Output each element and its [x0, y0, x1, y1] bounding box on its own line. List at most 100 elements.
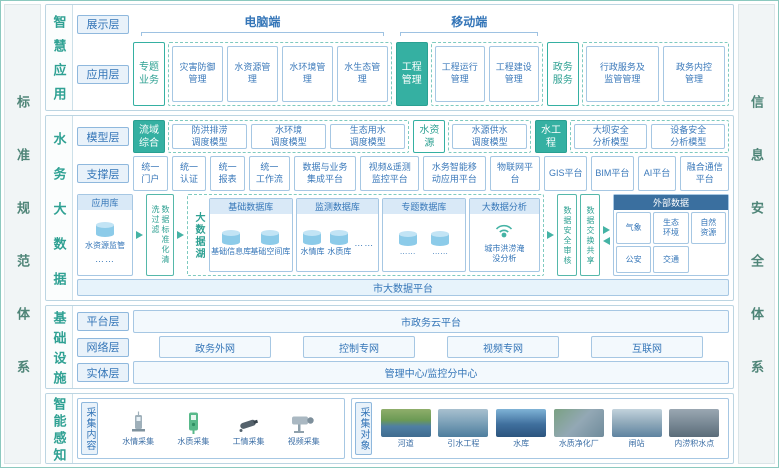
model-box-water-env-dispatch: 水环境 调度模型	[251, 124, 327, 149]
section-water-big-data-title: 水务大数据	[51, 131, 67, 301]
collection-content-items: 水情采集 水质采集	[101, 402, 341, 455]
section-intelligent-sensing-body: 采集内容 水情采集	[73, 394, 733, 463]
application-library-title: 应用库	[78, 195, 132, 210]
db-label: 基础空间库	[250, 246, 291, 256]
monitoring-database-title: 监测数据库	[296, 199, 379, 214]
app-box-engineering-operation: 工程运行 管理	[434, 46, 485, 102]
collection-content-label: 采集内容	[84, 407, 95, 451]
database-cylinder-icon	[330, 229, 349, 245]
diversion-project-photo	[438, 408, 489, 437]
application-library: 应用库 水资源监管 ……	[77, 194, 133, 276]
database-cylinder-icon	[398, 230, 417, 246]
monitoring-database-box: 监测数据库 水情库 水质库 ……	[295, 198, 380, 272]
model-layer-row: 模型层 流域 综合 防洪排涝 调度模型 水环境 调度模型 生态用水 调度模型 水…	[77, 120, 729, 153]
engineering-sensor-icon	[239, 419, 258, 432]
data-security-audit-label: 数据安全审核	[563, 206, 572, 266]
water-resources-tag: 水资源	[413, 120, 446, 153]
water-engineering-models: 大坝安全 分析模型 设备安全 分析模型	[569, 120, 729, 153]
security-pillar-label: 信息安全体系	[749, 95, 764, 413]
external-data-items: 气象 生态 环境 自然 资源 公安 交通	[614, 210, 728, 275]
water-resources-models: 水源供水 调度模型	[448, 120, 531, 153]
base-database-box: 基础数据库 基础信息库 基础空间库	[209, 198, 293, 272]
section-smart-applications-title: 智慧应用	[51, 15, 67, 111]
database-cylinder-icon	[261, 229, 280, 245]
app-box-water-environment: 水环境管理	[281, 46, 333, 102]
db-unit: 基础空间库	[250, 229, 291, 257]
db-unit: 水质库	[327, 229, 351, 257]
object-item-label: 内涝积水点	[674, 438, 715, 448]
support-box-mobile-app-platform: 水务智能移 动应用平台	[423, 156, 486, 191]
display-layer-row: 展示层 电脑端 移动端	[77, 9, 729, 39]
section-intelligent-sensing: 智能感知 采集内容	[45, 393, 734, 464]
object-item-label: 闸站	[628, 438, 645, 448]
support-box-unified-workflow: 统一 工作流	[249, 156, 290, 191]
support-layer-row: 支撑层 统一 门户 统一 认证 统一 报表 统一 工作流 数据与业务 集成平台 …	[77, 156, 730, 191]
data-security-audit-box: 数据安全审核	[557, 194, 577, 276]
section-infrastructure-body: 平台层 市政务云平台 网络层 政务外网 控制专网 视频专网 互联网 实体层 管理…	[73, 306, 733, 388]
network-layer-row: 网络层 政务外网 控制专网 视频专网 互联网	[77, 335, 729, 359]
flow-arrow-icon	[136, 231, 143, 239]
gov-cloud-platform-box: 市政务云平台	[133, 310, 729, 333]
model-layer-label: 模型层	[77, 127, 129, 146]
sluice-station-photo	[611, 408, 662, 437]
data-exchange-sharing-box: 数据交换共享	[580, 194, 600, 276]
support-box-iot-platform: 物联网平台	[489, 156, 541, 191]
application-layer-label: 应用层	[77, 64, 129, 84]
flow-arrow-icon	[177, 231, 184, 239]
big-data-analysis-title: 大数据分析	[469, 199, 540, 214]
government-service-items: 行政服务及 监管管理 政务内控 管理	[581, 42, 729, 106]
water-engineering-tag: 水工程	[534, 120, 567, 153]
app-box-disaster-defense: 灾害防御 管理	[172, 46, 223, 102]
flow-arrow-reverse-icon	[603, 236, 610, 245]
app-group-thematic-business: 专题 业务 灾害防御 管理 水资源管理 水环境管理 水生态管理	[133, 42, 392, 106]
section-infrastructure: 基础设施 平台层 市政务云平台 网络层 政务外网 控制专网 视频专网 互联网	[45, 305, 734, 389]
section-water-big-data: 水务大数据 模型层 流域 综合 防洪排涝 调度模型 水环境 调度模型 生态用水 …	[45, 115, 734, 301]
pc-zone: 电脑端	[133, 9, 392, 39]
section-water-big-data-labelbar: 水务大数据	[46, 116, 73, 300]
display-layer-label: 展示层	[77, 14, 129, 34]
entity-layer-row: 实体层 管理中心/监控分中心	[77, 361, 729, 385]
model-box-eco-water-dispatch: 生态用水 调度模型	[330, 124, 406, 149]
big-data-analysis-box: 大数据分析 城市洪涝淹 没分析	[468, 198, 541, 272]
db-label: 水质库	[327, 246, 352, 256]
water-quality-meter-icon	[189, 412, 199, 434]
network-items: 政务外网 控制专网 视频专网 互联网	[133, 335, 729, 359]
object-item-waterlogging-point: 内涝积水点	[669, 408, 720, 449]
model-box-supply-dispatch: 水源供水 调度模型	[452, 124, 527, 149]
object-item-label: 引水工程	[447, 438, 480, 448]
flow-arrow-icon	[547, 231, 554, 239]
support-box-ai-platform: AI平台	[637, 156, 677, 191]
pc-title: 电脑端	[244, 14, 281, 29]
sense-item-label: 工情采集	[232, 436, 265, 446]
model-box-flood-dispatch: 防洪排涝 调度模型	[172, 124, 248, 149]
db-unit: ……	[398, 230, 417, 256]
waterlogging-point-photo	[669, 408, 720, 437]
standards-pillar-label: 标准规范体系	[15, 95, 30, 413]
support-box-data-business-integration: 数据与业务 集成平台	[293, 156, 357, 191]
basin-comprehensive-tag: 流域 综合	[133, 120, 165, 153]
object-item-label: 水库	[513, 438, 530, 448]
data-exchange-sharing-label: 数据交换共享	[586, 206, 595, 266]
mobile-bracket	[400, 31, 539, 36]
support-box-bim-platform: BIM平台	[591, 156, 634, 191]
thematic-business-tag: 专题 业务	[133, 42, 165, 106]
application-library-db-label: 水资源监管	[85, 241, 125, 250]
platform-layer-row: 平台层 市政务云平台	[77, 310, 729, 333]
bidirectional-arrow-icon	[603, 225, 610, 245]
collection-content-labelbar: 采集内容	[81, 402, 98, 455]
diagram-main: 智慧应用 展示层 电脑端 移动端 应用层	[45, 4, 734, 464]
collection-objects-labelbar: 采集对象	[355, 402, 372, 455]
standards-pillar: 标准规范体系	[4, 4, 41, 464]
external-item-ecology-env: 生态 环境	[653, 212, 689, 245]
big-data-lake-label: 大数据湖	[193, 212, 204, 260]
section-smart-applications-body: 展示层 电脑端 移动端 应用层 专题 业务	[73, 5, 733, 110]
app-group-engineering: 工程 管理 工程运行 管理 工程建设 管理	[395, 42, 543, 106]
security-pillar: 信息安全体系	[738, 4, 775, 464]
reservoir-photo	[496, 408, 547, 437]
mobile-title: 移动端	[451, 14, 488, 29]
collection-objects-label: 采集对象	[358, 407, 369, 451]
database-cylinder-icon	[303, 229, 322, 245]
support-box-converged-comm: 融合通信 平台	[680, 156, 730, 191]
network-box-video-network: 视频专网	[447, 335, 559, 359]
object-item-label: 河道	[397, 438, 414, 448]
